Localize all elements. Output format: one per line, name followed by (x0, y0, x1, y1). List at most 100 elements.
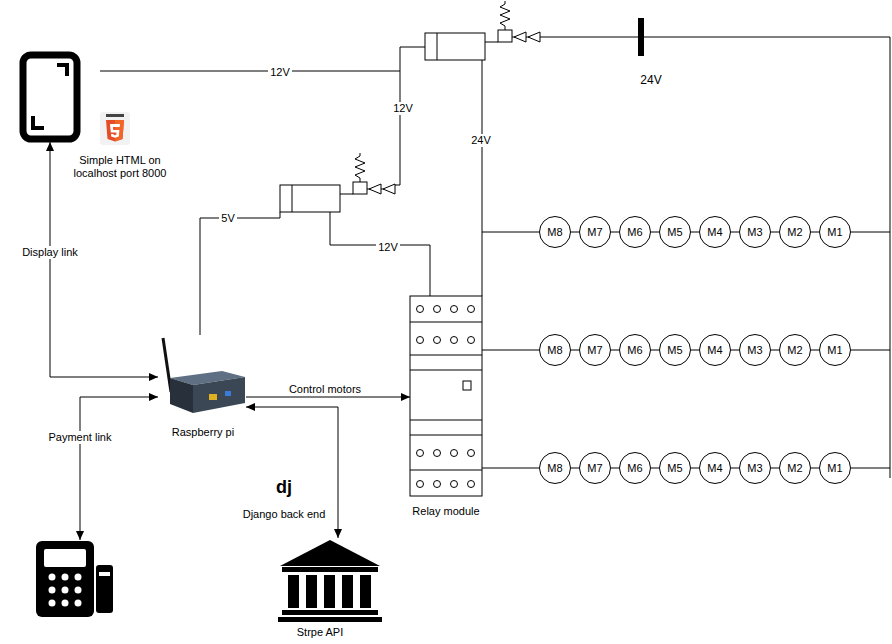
connector-line (246, 397, 410, 398)
motor-label: M1 (827, 462, 842, 474)
connector-line (811, 232, 819, 233)
motor-label: M4 (707, 462, 722, 474)
connector-line (731, 232, 739, 233)
connector (811, 468, 819, 469)
connector (691, 468, 699, 469)
motor-circle: M8 (539, 334, 571, 366)
connector (611, 232, 619, 233)
arrowhead (334, 529, 342, 538)
connector-line (571, 232, 579, 233)
arrowhead (149, 373, 158, 381)
connector (651, 468, 659, 469)
connector-line (771, 350, 779, 351)
motor-circle: M4 (699, 452, 731, 484)
node-label: Raspberry pi (153, 426, 253, 439)
motor-label: M7 (587, 462, 602, 474)
motor-label: M5 (667, 344, 682, 356)
connector-line (691, 232, 699, 233)
arrowhead (149, 393, 158, 401)
router-icon (163, 338, 245, 413)
edge-label: Display link (20, 246, 80, 259)
motor-label: M1 (827, 344, 842, 356)
motor-label: M7 (587, 226, 602, 238)
node-label: Django back end (228, 508, 340, 521)
motor-circle: M5 (659, 216, 691, 248)
connector (611, 468, 619, 469)
motor-circle: M8 (539, 452, 571, 484)
connector (731, 232, 739, 233)
connector (76, 393, 158, 540)
motor-label: M4 (707, 226, 722, 238)
wires (100, 37, 890, 478)
connector-line (731, 350, 739, 351)
voltage-label: 12V (268, 66, 292, 79)
motor-circle: M3 (739, 334, 771, 366)
connector (691, 350, 699, 351)
connector-line (811, 468, 819, 469)
voltage-label: 12V (391, 102, 415, 115)
motor-label: M5 (667, 226, 682, 238)
motor-circle: M2 (779, 452, 811, 484)
edge-label: Payment link (47, 431, 114, 444)
motor-circle: M1 (819, 452, 851, 484)
motor-label: M5 (667, 462, 682, 474)
stripe-bank-node: Django back endStrpe API (280, 538, 380, 622)
connector (811, 350, 819, 351)
connector-line (482, 468, 539, 469)
motor-circle: M7 (579, 216, 611, 248)
connector-line (651, 468, 659, 469)
voltage-label: 24V (469, 134, 493, 147)
motor-circle: M7 (579, 334, 611, 366)
battery-symbol (638, 18, 644, 56)
connector (482, 468, 539, 469)
connector-line (691, 350, 699, 351)
motor-label: M3 (747, 462, 762, 474)
connector-line (611, 468, 619, 469)
node-label: Strpe API (270, 626, 370, 639)
connector-line (811, 350, 819, 351)
motor-label: M8 (547, 462, 562, 474)
connector (771, 468, 779, 469)
relay-body (410, 296, 482, 496)
connector-line (651, 350, 659, 351)
terminal-icon (36, 541, 113, 617)
motor-label: M1 (827, 226, 842, 238)
motor-label: M8 (547, 344, 562, 356)
connector (811, 232, 819, 233)
motor-circle: M4 (699, 334, 731, 366)
payment-terminal-node (35, 540, 115, 618)
motor-circle: M3 (739, 216, 771, 248)
connector-line (571, 350, 579, 351)
logo-text: dj (274, 477, 294, 497)
connector (571, 232, 579, 233)
motor-circle: M6 (619, 334, 651, 366)
motor-label: M6 (627, 462, 642, 474)
connector-line (482, 350, 539, 351)
connector-line (731, 468, 739, 469)
motor-label: M2 (787, 462, 802, 474)
connector-line (571, 468, 579, 469)
motor-label: M3 (747, 344, 762, 356)
motor-circle: M4 (699, 216, 731, 248)
motor-circle: M6 (619, 452, 651, 484)
connector-line (80, 397, 158, 540)
motor-label: M2 (787, 344, 802, 356)
motor-label: M3 (747, 226, 762, 238)
motor-circle: M7 (579, 452, 611, 484)
arrowhead (76, 531, 84, 540)
motor-circle: M5 (659, 334, 691, 366)
solenoid-valve (425, 1, 540, 60)
bank-icon (278, 540, 382, 622)
voltage-label: 12V (376, 241, 400, 254)
motor-circle: M8 (539, 216, 571, 248)
connector (731, 468, 739, 469)
tablet-icon (23, 55, 77, 139)
node-label: Simple HTML on localhost port 8000 (61, 154, 179, 180)
motor-circle: M5 (659, 452, 691, 484)
motor-label: M2 (787, 226, 802, 238)
tablet-node: Simple HTML on localhost port 8000 (18, 50, 82, 142)
connector (731, 350, 739, 351)
connector (771, 232, 779, 233)
raspberry-pi-node: Raspberry pi (158, 335, 246, 413)
